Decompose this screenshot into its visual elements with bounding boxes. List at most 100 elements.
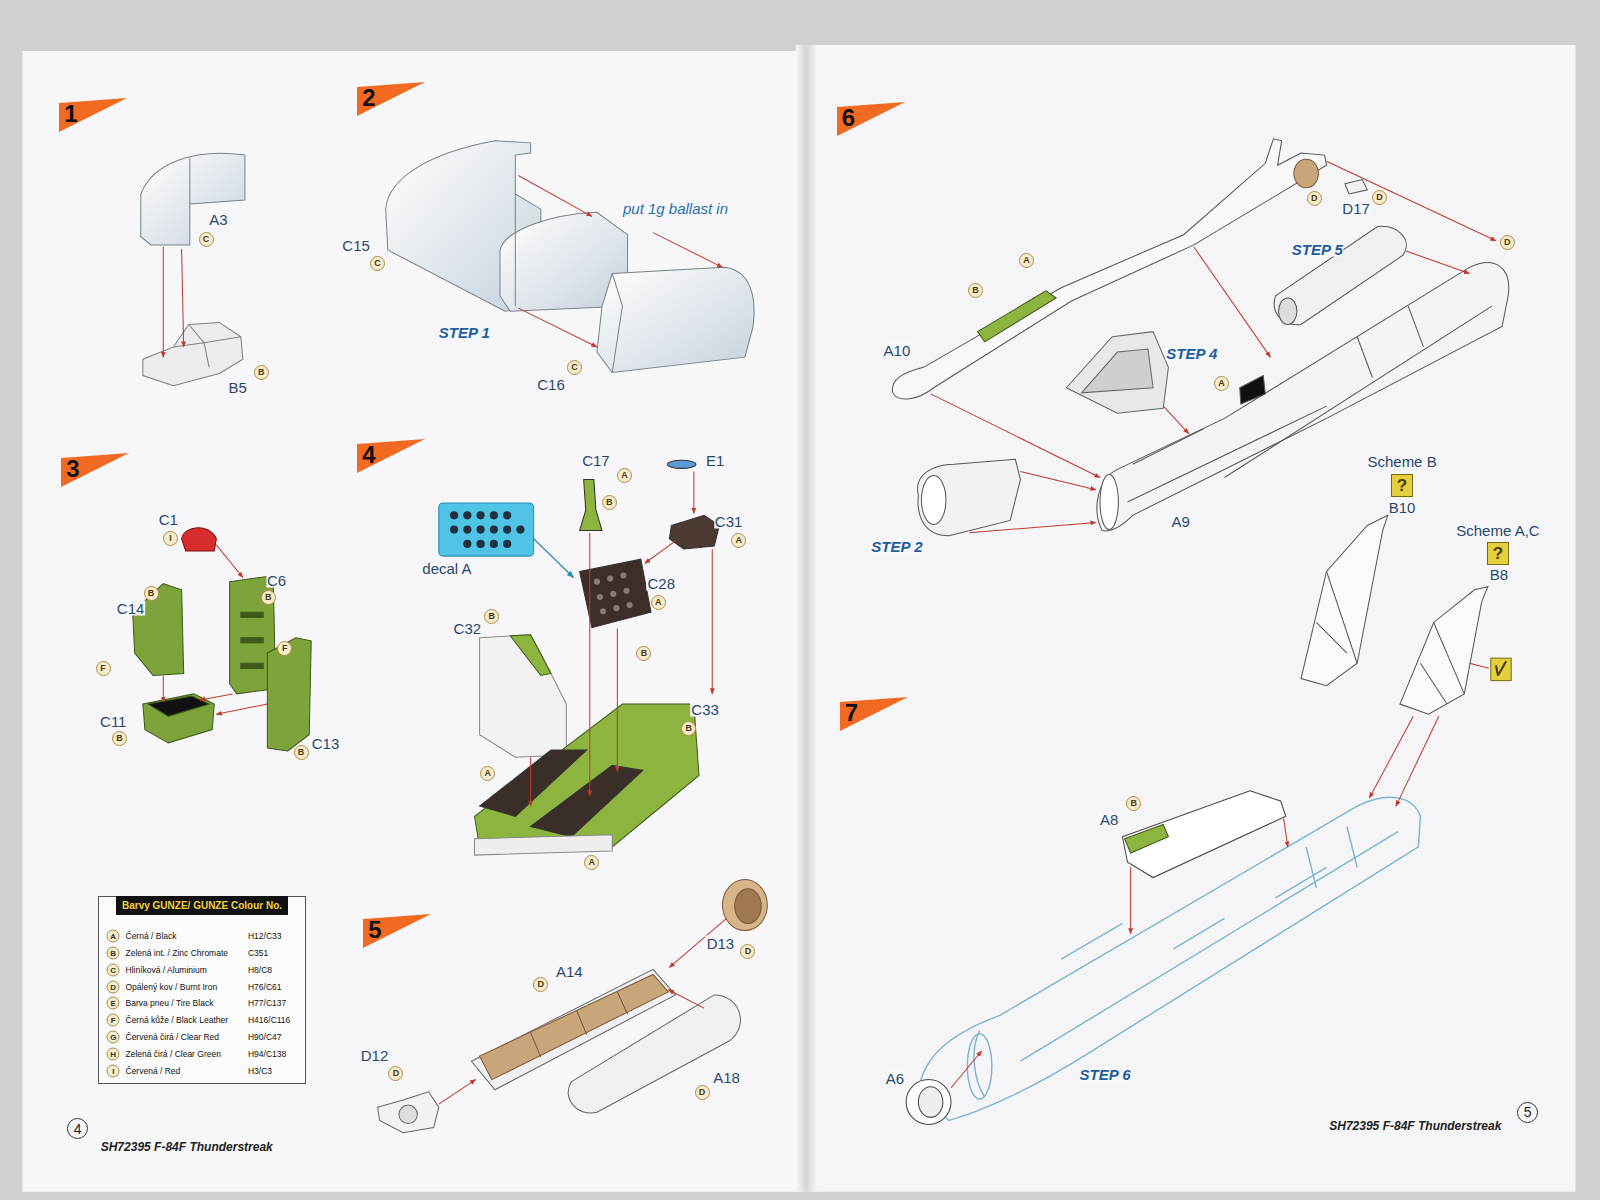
- step4-cockpit-parts-piece-piece: [477, 511, 485, 519]
- part-number: C13: [311, 735, 341, 750]
- step7-guides: [951, 716, 1439, 1087]
- step4-guides-piece: [617, 629, 618, 772]
- colour-name: Hliníková / Aluminium: [126, 965, 207, 974]
- step6-fuselage-piece: [1100, 474, 1118, 529]
- paint-letter: B: [298, 748, 305, 757]
- paint-letter: B: [265, 593, 272, 602]
- step6-guides-piece: [969, 522, 1096, 532]
- step2-guides-piece: [518, 176, 591, 217]
- paint-letter: D: [1504, 238, 1511, 247]
- step5-guides: [439, 918, 727, 1104]
- paint-callout: C: [199, 232, 214, 247]
- paint-callout: B: [294, 745, 309, 760]
- step-flag: 5: [363, 914, 431, 948]
- kit-title-footer: SH72395 F-84F Thunderstreak: [101, 1141, 273, 1153]
- colour-name: Opálený kov / Burnt Iron: [126, 982, 218, 991]
- step4-cockpit-parts-piece: [667, 460, 696, 468]
- colour-name: Černá kůže / Black Leather: [126, 1016, 229, 1025]
- scheme-marker: Scheme A,C?: [1455, 523, 1540, 566]
- step-number: 1: [59, 98, 127, 126]
- step1-parts-piece: [141, 153, 245, 245]
- step5-exhaust-parts-piece: [531, 992, 628, 1057]
- step3-guides: [163, 545, 267, 714]
- paint-letter: I: [169, 534, 172, 543]
- page-number: 4: [67, 1118, 88, 1139]
- tail-fins-piece: [1496, 661, 1506, 675]
- step-reference: STEP 5: [1291, 241, 1344, 256]
- scheme-text: Scheme A,C: [1455, 523, 1540, 540]
- step7-guides-piece: [1130, 867, 1131, 933]
- step4-cockpit-parts-piece-piece: [623, 588, 629, 594]
- colour-code-letter: B: [107, 946, 120, 959]
- step4-guides-piece: [712, 549, 713, 694]
- paint-letter: D: [1376, 193, 1383, 202]
- step4-cockpit-parts-piece-piece: [627, 602, 633, 608]
- step6-fuselage-piece: [1240, 376, 1266, 405]
- part-number: C6: [266, 572, 287, 587]
- paint-callout: C: [370, 256, 385, 271]
- step-reference: STEP 6: [1079, 1067, 1132, 1082]
- step4-cockpit-parts-piece-piece: [490, 540, 498, 548]
- paint-callout: B: [144, 586, 159, 601]
- flag-pennant: [357, 82, 425, 116]
- gunze-code: H90/C47: [248, 1033, 282, 1042]
- step6-fuselage: [892, 139, 1508, 536]
- paint-letter: D: [1311, 194, 1318, 203]
- paint-letter: A: [1218, 379, 1225, 388]
- step4-cockpit-parts-piece-piece: [613, 605, 619, 611]
- scheme-text-1: ?: [1391, 474, 1413, 497]
- gunze-code: H416/C116: [248, 1016, 290, 1025]
- step7-guides-piece: [1369, 716, 1413, 798]
- gunze-code: H76/C61: [248, 982, 282, 991]
- colour-table-title: Barvy GUNZE/ GUNZE Colour No.: [116, 896, 288, 915]
- paint-callout: B: [636, 646, 651, 661]
- step-reference: STEP 1: [438, 324, 491, 339]
- step7-fuselage-piece: [974, 827, 1398, 1097]
- scheme-text-1: ?: [1487, 542, 1509, 565]
- paint-callout: D: [740, 944, 755, 959]
- step-number: 2: [357, 82, 425, 110]
- step4-cockpit-parts-piece-piece: [463, 540, 471, 548]
- paint-callout: A: [651, 595, 666, 610]
- paint-letter: B: [606, 498, 613, 507]
- part-number: C32: [453, 620, 483, 635]
- step4-cockpit-parts-piece-piece: [610, 591, 616, 597]
- part-number: C28: [646, 575, 676, 590]
- part-number: B10: [1388, 500, 1417, 515]
- scheme-marker: Scheme B?: [1366, 454, 1437, 497]
- step6-fuselage-piece: [978, 291, 1057, 342]
- part-number: A3: [208, 212, 228, 227]
- step4-cockpit-parts-piece-piece: [450, 511, 458, 519]
- booklet-pages-piece: [806, 45, 1575, 1192]
- page-number-text: 5: [1524, 1105, 1532, 1119]
- step5-exhaust-parts-piece: [399, 1105, 417, 1123]
- flag-pennant: [837, 102, 905, 136]
- step4-cockpit-parts-piece-piece: [463, 511, 471, 519]
- step-number: 3: [61, 453, 129, 481]
- step4-cockpit-parts-piece: [439, 503, 534, 556]
- step6-fuselage-piece: [921, 476, 945, 525]
- step4-cockpit-parts: [439, 460, 720, 855]
- step3-seat-parts-piece: [241, 638, 263, 643]
- step3-seat-parts-piece: [133, 584, 184, 676]
- colour-code-letter: E: [107, 997, 120, 1010]
- paint-callout: B: [602, 495, 617, 510]
- gunze-code: H94/C138: [248, 1050, 286, 1059]
- tail-fins: [1301, 515, 1511, 714]
- kit-title-footer: SH72395 F-84F Thunderstreak: [1329, 1120, 1501, 1132]
- part-number: C15: [341, 237, 371, 252]
- paint-letter: A: [485, 769, 492, 778]
- gunze-code: H3/C3: [248, 1067, 272, 1076]
- paint-callout: A: [584, 855, 599, 870]
- tail-fins-piece: [1469, 663, 1488, 668]
- step5-guides-piece: [439, 1080, 476, 1104]
- step4-guides-piece: [589, 533, 590, 796]
- step4-cockpit-parts-piece-piece: [477, 526, 485, 534]
- step6-guides: [931, 161, 1496, 532]
- step6-guides-piece: [1406, 251, 1469, 273]
- step6-fuselage-piece: [918, 459, 1021, 536]
- part-number: A6: [885, 1070, 905, 1085]
- step6-fuselage-piece: [1128, 306, 1492, 502]
- paint-letter: B: [116, 734, 123, 743]
